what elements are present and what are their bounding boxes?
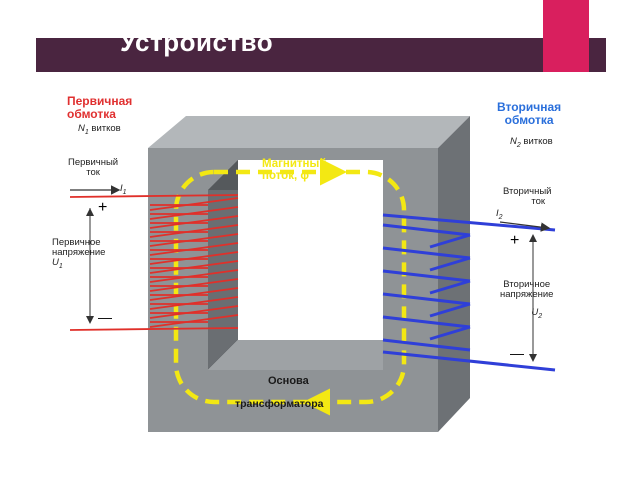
core-label-line2: трансформатора bbox=[235, 398, 324, 410]
primary-current-sub: 1 bbox=[122, 188, 127, 196]
secondary-minus: — bbox=[510, 345, 524, 361]
secondary-winding bbox=[382, 213, 556, 372]
core-front-face bbox=[148, 148, 438, 432]
primary-turns-symbol: N bbox=[78, 123, 85, 134]
title-banner bbox=[36, 38, 606, 72]
core-top-face bbox=[148, 116, 470, 148]
primary-heading-line1: Первичная bbox=[67, 94, 133, 108]
secondary-voltage-line2: напряжение bbox=[500, 288, 554, 300]
flux-label: Магнитный поток, ϕ bbox=[262, 158, 326, 182]
secondary-current-arrow bbox=[499, 221, 551, 232]
secondary-current-line2: ток bbox=[531, 195, 546, 207]
slide-title: Устройство трансформатора bbox=[120, 22, 346, 72]
primary-plus: + bbox=[98, 199, 108, 216]
secondary-current-symbol: I2 bbox=[496, 209, 503, 221]
primary-winding bbox=[69, 194, 239, 331]
secondary-heading-line1: Вторичная bbox=[497, 100, 562, 114]
primary-current-letter: I bbox=[120, 183, 123, 194]
slide-title-line2: трансформатора bbox=[120, 62, 346, 72]
primary-current-symbol: I1 bbox=[120, 184, 127, 196]
flux-label-line1: Магнитный bbox=[262, 158, 327, 170]
primary-voltage-sub: 1 bbox=[58, 262, 63, 270]
secondary-voltage-sub: 2 bbox=[538, 312, 543, 320]
primary-turns-sub: 1 bbox=[84, 128, 89, 136]
primary-heading: Первичная обмотка bbox=[67, 95, 132, 120]
accent-bar bbox=[543, 0, 589, 72]
secondary-current-line1: Вторичный bbox=[503, 186, 552, 197]
core-window-bottom bbox=[208, 340, 383, 370]
primary-turns-word: витков bbox=[91, 123, 121, 134]
primary-current-line2: ток bbox=[86, 166, 100, 178]
secondary-current-sub: 2 bbox=[498, 213, 503, 221]
primary-minus: — bbox=[98, 309, 112, 325]
flux-label-line2: поток, ϕ bbox=[262, 170, 309, 183]
primary-voltage-line1: Первичное bbox=[52, 237, 101, 248]
secondary-turns-word: витков bbox=[523, 136, 553, 147]
primary-voltage-label: Первичное напряжение U1 bbox=[52, 238, 105, 270]
primary-current-label: Первичный ток bbox=[68, 158, 118, 178]
secondary-voltage-letter: U bbox=[531, 306, 539, 318]
secondary-plus: + bbox=[510, 232, 520, 249]
secondary-voltage-line1: Вторичное bbox=[503, 279, 551, 290]
secondary-turns-symbol: N bbox=[510, 136, 517, 147]
secondary-voltage-label: Вторичное напряжение U2 bbox=[500, 280, 553, 320]
secondary-current-letter: I bbox=[496, 208, 499, 219]
primary-voltage-letter: U bbox=[52, 256, 59, 268]
secondary-turns-sub: 2 bbox=[516, 141, 521, 149]
primary-heading-line2: обмотка bbox=[67, 106, 116, 121]
core-label-line1: Основа bbox=[268, 375, 309, 387]
title-clip: Устройство трансформатора bbox=[36, 0, 606, 72]
primary-current-line1: Первичный bbox=[68, 157, 119, 168]
primary-turns: N1 витков bbox=[78, 124, 121, 136]
core-side-face bbox=[438, 116, 470, 432]
secondary-heading: Вторичная обмотка bbox=[497, 101, 561, 126]
primary-voltage-line2: напряжение bbox=[52, 246, 106, 258]
slide-title-line1: Устройство bbox=[120, 27, 274, 57]
secondary-current-label: Вторичный ток bbox=[503, 187, 551, 207]
core-window-hole bbox=[238, 160, 383, 340]
secondary-turns: N2 витков bbox=[510, 137, 553, 149]
secondary-heading-line2: обмотка bbox=[504, 112, 554, 127]
